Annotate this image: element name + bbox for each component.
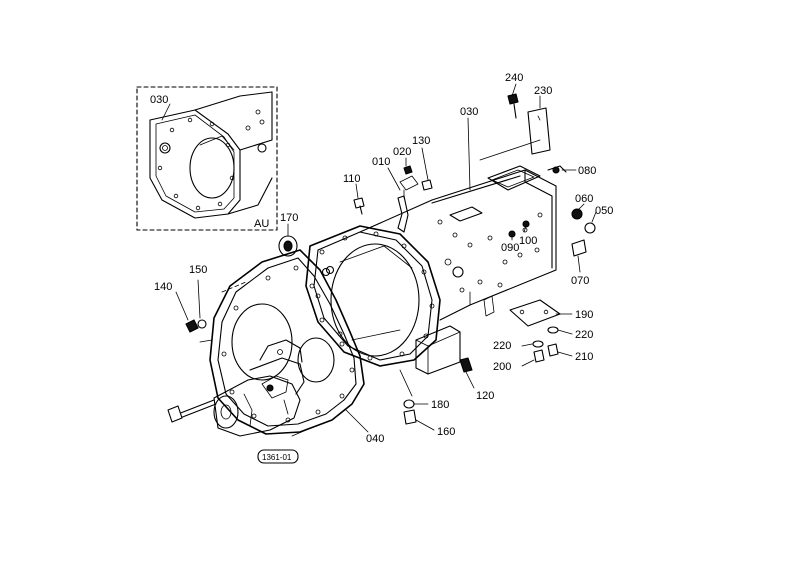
callout-190: 190: [575, 309, 593, 321]
callout-100: 100: [519, 235, 537, 247]
callout-labels: 030 AU 240 230 030 130 020 010 110 080 0…: [150, 72, 613, 445]
inset-au-variant: [136, 86, 278, 231]
callout-140: 140: [154, 281, 172, 293]
callout-030-inset: 030: [150, 94, 168, 106]
callout-110: 110: [343, 173, 361, 185]
callout-040: 040: [366, 433, 384, 445]
callout-010: 010: [372, 156, 390, 168]
callout-160: 160: [437, 426, 455, 438]
pump-assembly: [167, 339, 307, 437]
callout-220-left: 220: [493, 340, 511, 352]
callout-070: 070: [571, 275, 589, 287]
figure-code: 1361-01: [262, 453, 292, 462]
hardware: [185, 93, 596, 425]
callout-240: 240: [505, 72, 523, 84]
callout-050: 050: [595, 205, 613, 217]
callout-060: 060: [575, 193, 593, 205]
callout-130: 130: [412, 135, 430, 147]
callout-090: 090: [501, 242, 519, 254]
callout-au: AU: [254, 218, 269, 230]
callout-080: 080: [578, 165, 596, 177]
callout-200: 200: [493, 361, 511, 373]
callout-180: 180: [431, 399, 449, 411]
front-cover: [199, 249, 365, 435]
figure-code-badge: 1361-01: [257, 449, 299, 464]
callout-230: 230: [534, 85, 552, 97]
callout-150: 150: [189, 264, 207, 276]
callout-030-main: 030: [460, 106, 478, 118]
transmission-case: [305, 165, 557, 375]
callout-170: 170: [280, 212, 298, 224]
callout-220-right: 220: [575, 329, 593, 341]
callout-210: 210: [575, 351, 593, 363]
callout-020: 020: [393, 146, 411, 158]
leader-lines: [175, 83, 597, 433]
callout-120: 120: [476, 390, 494, 402]
